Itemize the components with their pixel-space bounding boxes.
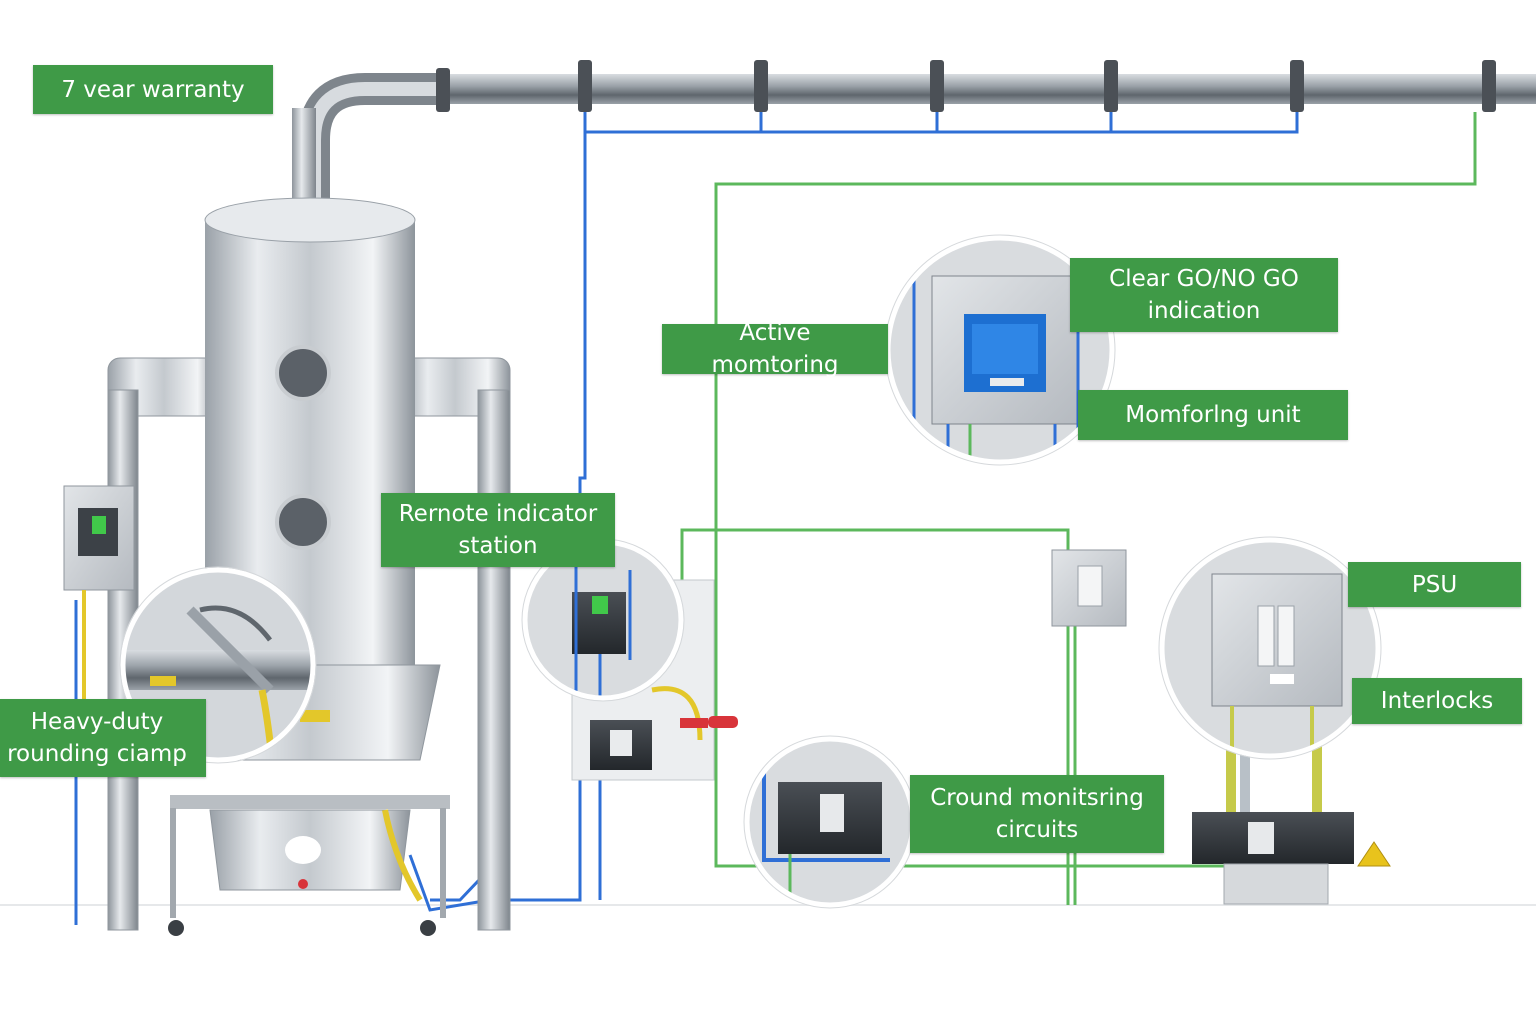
warranty-label: 7 vear warranty [33, 65, 273, 114]
psu-label: PSU [1348, 562, 1521, 607]
pipe-clamps [436, 60, 1496, 112]
psu-closeup [1158, 536, 1382, 760]
psu-base-unit [1192, 740, 1391, 905]
monitoring-unit-label: Momforlng unit [1078, 390, 1348, 440]
overhead-pipe [292, 73, 1536, 208]
grounding-clamp-label: Heavy-duty rounding ciamp [0, 699, 206, 777]
ground-circuits-label: Cround monitsring circuits [910, 775, 1164, 853]
remote-indicator-closeup [521, 538, 685, 702]
remote-indicator-label: Rernote indicator station [381, 493, 615, 567]
go-no-go-label: Clear GO/NO GO indication [1070, 258, 1338, 332]
dryer-vessel [107, 197, 511, 936]
junction-box [1051, 549, 1127, 627]
ground-circuit-closeup [743, 735, 917, 909]
active-monitoring-label: Active momtoring [662, 320, 888, 378]
interlocks-label: Interlocks [1352, 678, 1522, 724]
